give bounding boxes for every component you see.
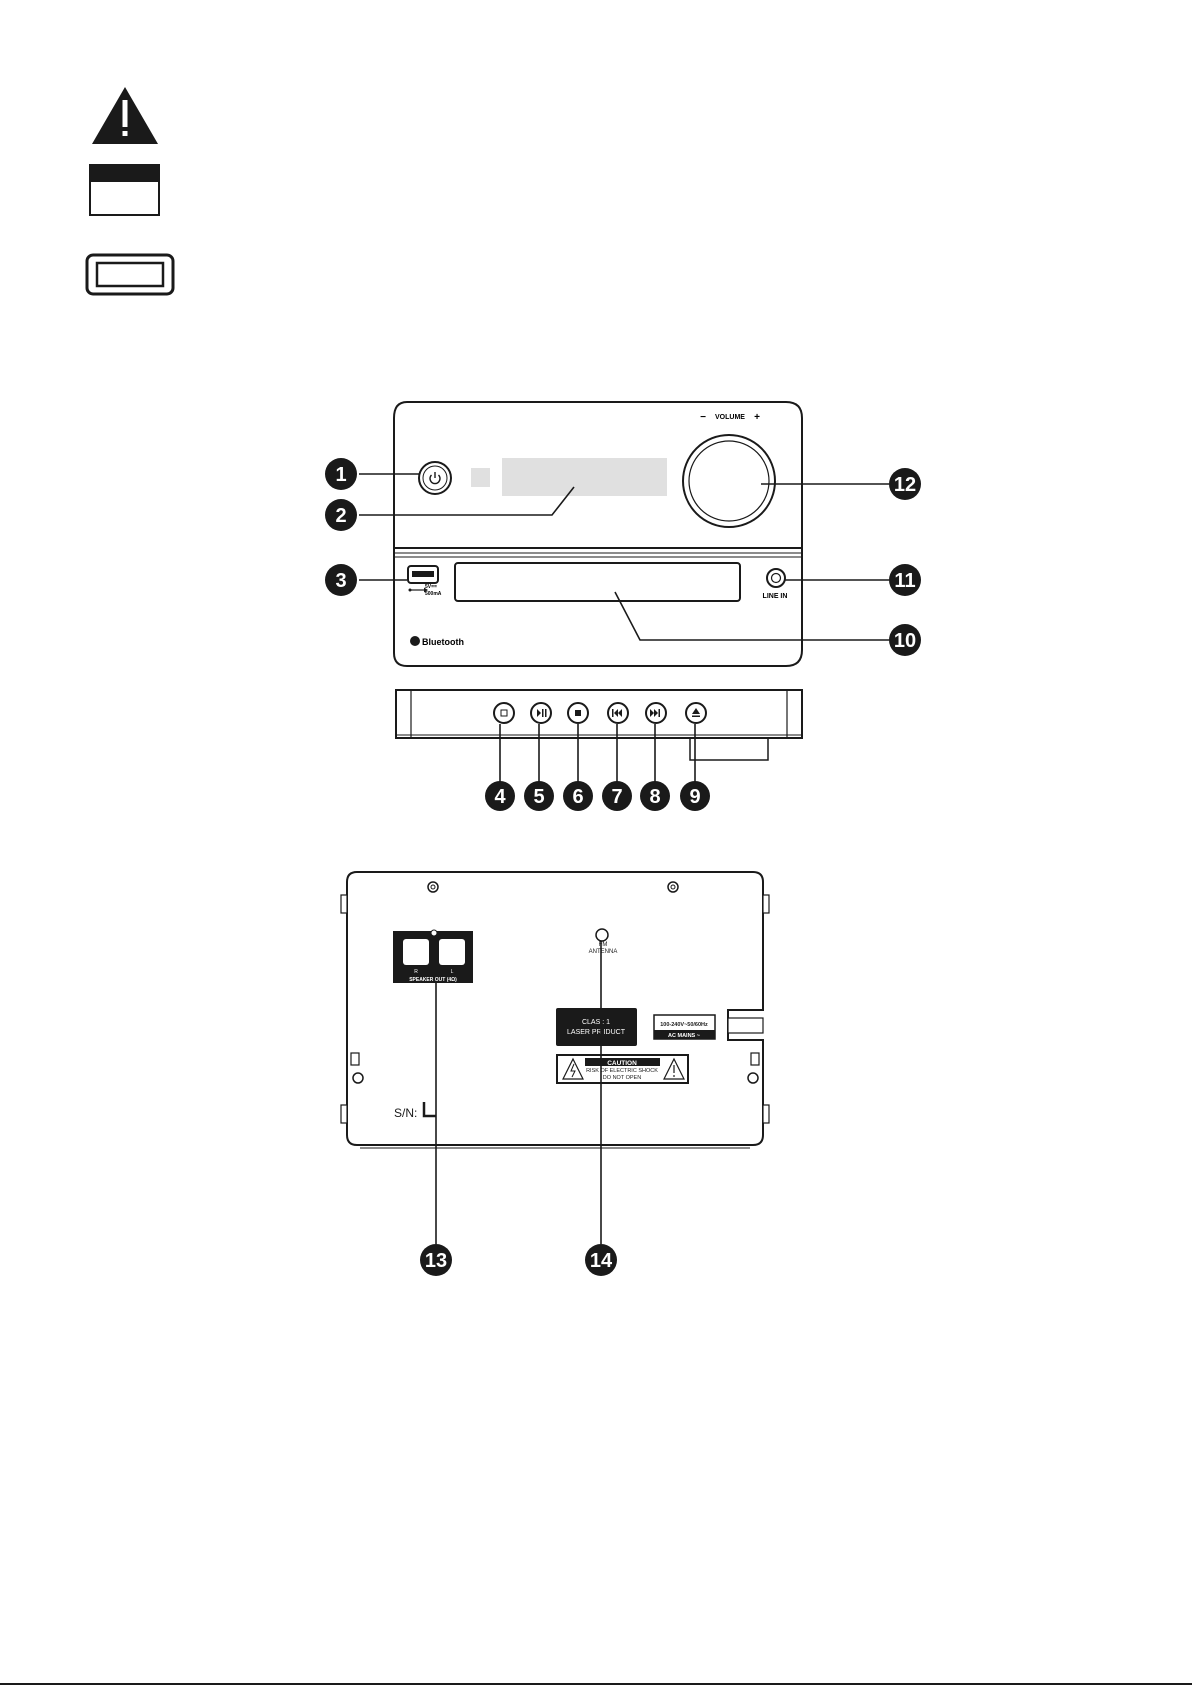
- callout-9-number: 9: [689, 786, 700, 808]
- callout-7-number: 7: [611, 786, 622, 808]
- callout-10-number: 10: [894, 630, 916, 652]
- callout-4: 4: [485, 781, 515, 811]
- callout-1: 1: [325, 458, 357, 490]
- usb-port[interactable]: [408, 566, 438, 583]
- mode-button[interactable]: [494, 703, 514, 723]
- fm-antenna-label-line2: ANTENNA: [589, 949, 618, 955]
- serial-number-label: S/N:: [394, 1106, 417, 1120]
- line-in-label: LINE IN: [763, 593, 788, 600]
- top-panel: [396, 690, 802, 760]
- bluetooth-label: Bluetooth: [422, 637, 464, 647]
- callout-7: 7: [602, 781, 632, 811]
- speaker-out-terminal[interactable]: [393, 930, 473, 983]
- usb-spec-line1: 5V==: [425, 584, 437, 590]
- callout-3-number: 3: [335, 570, 346, 592]
- callout-5-number: 5: [533, 786, 544, 808]
- volume-minus-label: −: [700, 412, 706, 423]
- ac-mains-label: 100-240V~50/60Hz AC MAINS ~: [654, 1015, 715, 1039]
- callout-4-number: 4: [494, 786, 506, 808]
- callout-12-number: 12: [894, 474, 916, 496]
- callout-2: 2: [325, 499, 357, 531]
- previous-button[interactable]: [608, 703, 628, 723]
- line-in-jack[interactable]: [767, 569, 785, 587]
- laser-product-label: CLAS : 1 LASER PR IDUCT: [556, 1008, 637, 1046]
- screw-hole: [748, 1073, 758, 1083]
- callout-8-number: 8: [649, 786, 660, 808]
- volume-label: VOLUME: [715, 414, 745, 421]
- ac-mains-line1: 100-240V~50/60Hz: [660, 1022, 708, 1028]
- callout-11: 11: [889, 564, 921, 596]
- stop-icon: [575, 710, 581, 716]
- callout-6-number: 6: [572, 786, 583, 808]
- ir-sensor: [471, 468, 490, 487]
- callout-3: 3: [325, 564, 357, 596]
- cd-slot[interactable]: [455, 563, 740, 601]
- laser-label-line2: LASER PR IDUCT: [567, 1029, 626, 1036]
- warning-triangle-icon: [92, 87, 158, 144]
- caution-label: CAUTION RISK OF ELECTRIC SHOCK DO NOT OP…: [557, 1055, 688, 1083]
- caution-line2: DO NOT OPEN: [603, 1075, 641, 1081]
- power-button[interactable]: [419, 462, 451, 494]
- screw-icon: [668, 882, 678, 892]
- usb-spec-line2: 500mA: [425, 591, 442, 597]
- callout-11-number: 11: [894, 570, 915, 592]
- play-pause-button[interactable]: [531, 703, 551, 723]
- speaker-l-label: L: [451, 969, 454, 975]
- next-button[interactable]: [646, 703, 666, 723]
- callout-12: 12: [889, 468, 921, 500]
- class1-label-icon: [90, 165, 159, 215]
- callout-5: 5: [524, 781, 554, 811]
- callout-14-number: 14: [590, 1250, 613, 1272]
- speaker-r-label: R: [414, 969, 418, 975]
- callout-2-number: 2: [335, 505, 346, 527]
- caution-line1: RISK OF ELECTRIC SHOCK: [586, 1068, 658, 1074]
- fm-antenna-label-line1: FM: [599, 942, 608, 948]
- laser-label-line1: CLAS : 1: [582, 1019, 610, 1026]
- callout-1-number: 1: [335, 464, 346, 486]
- screw-icon: [428, 882, 438, 892]
- eject-button[interactable]: [686, 703, 706, 723]
- callout-14: 14: [585, 1244, 617, 1276]
- display-screen: [502, 458, 667, 496]
- callout-10: 10: [889, 624, 921, 656]
- ac-mains-line2: AC MAINS ~: [668, 1033, 700, 1039]
- callout-9: 9: [680, 781, 710, 811]
- double-insulation-icon: [87, 255, 173, 294]
- screw-hole: [353, 1073, 363, 1083]
- volume-knob[interactable]: [683, 435, 775, 527]
- callout-13-number: 13: [425, 1250, 447, 1272]
- callout-13: 13: [420, 1244, 452, 1276]
- volume-plus-label: +: [754, 412, 760, 423]
- stop-button[interactable]: [568, 703, 588, 723]
- callout-8: 8: [640, 781, 670, 811]
- caution-title: CAUTION: [607, 1060, 637, 1067]
- speaker-out-label: SPEAKER OUT (4Ω): [409, 977, 457, 983]
- callout-6: 6: [563, 781, 593, 811]
- fm-antenna-socket[interactable]: [596, 929, 608, 941]
